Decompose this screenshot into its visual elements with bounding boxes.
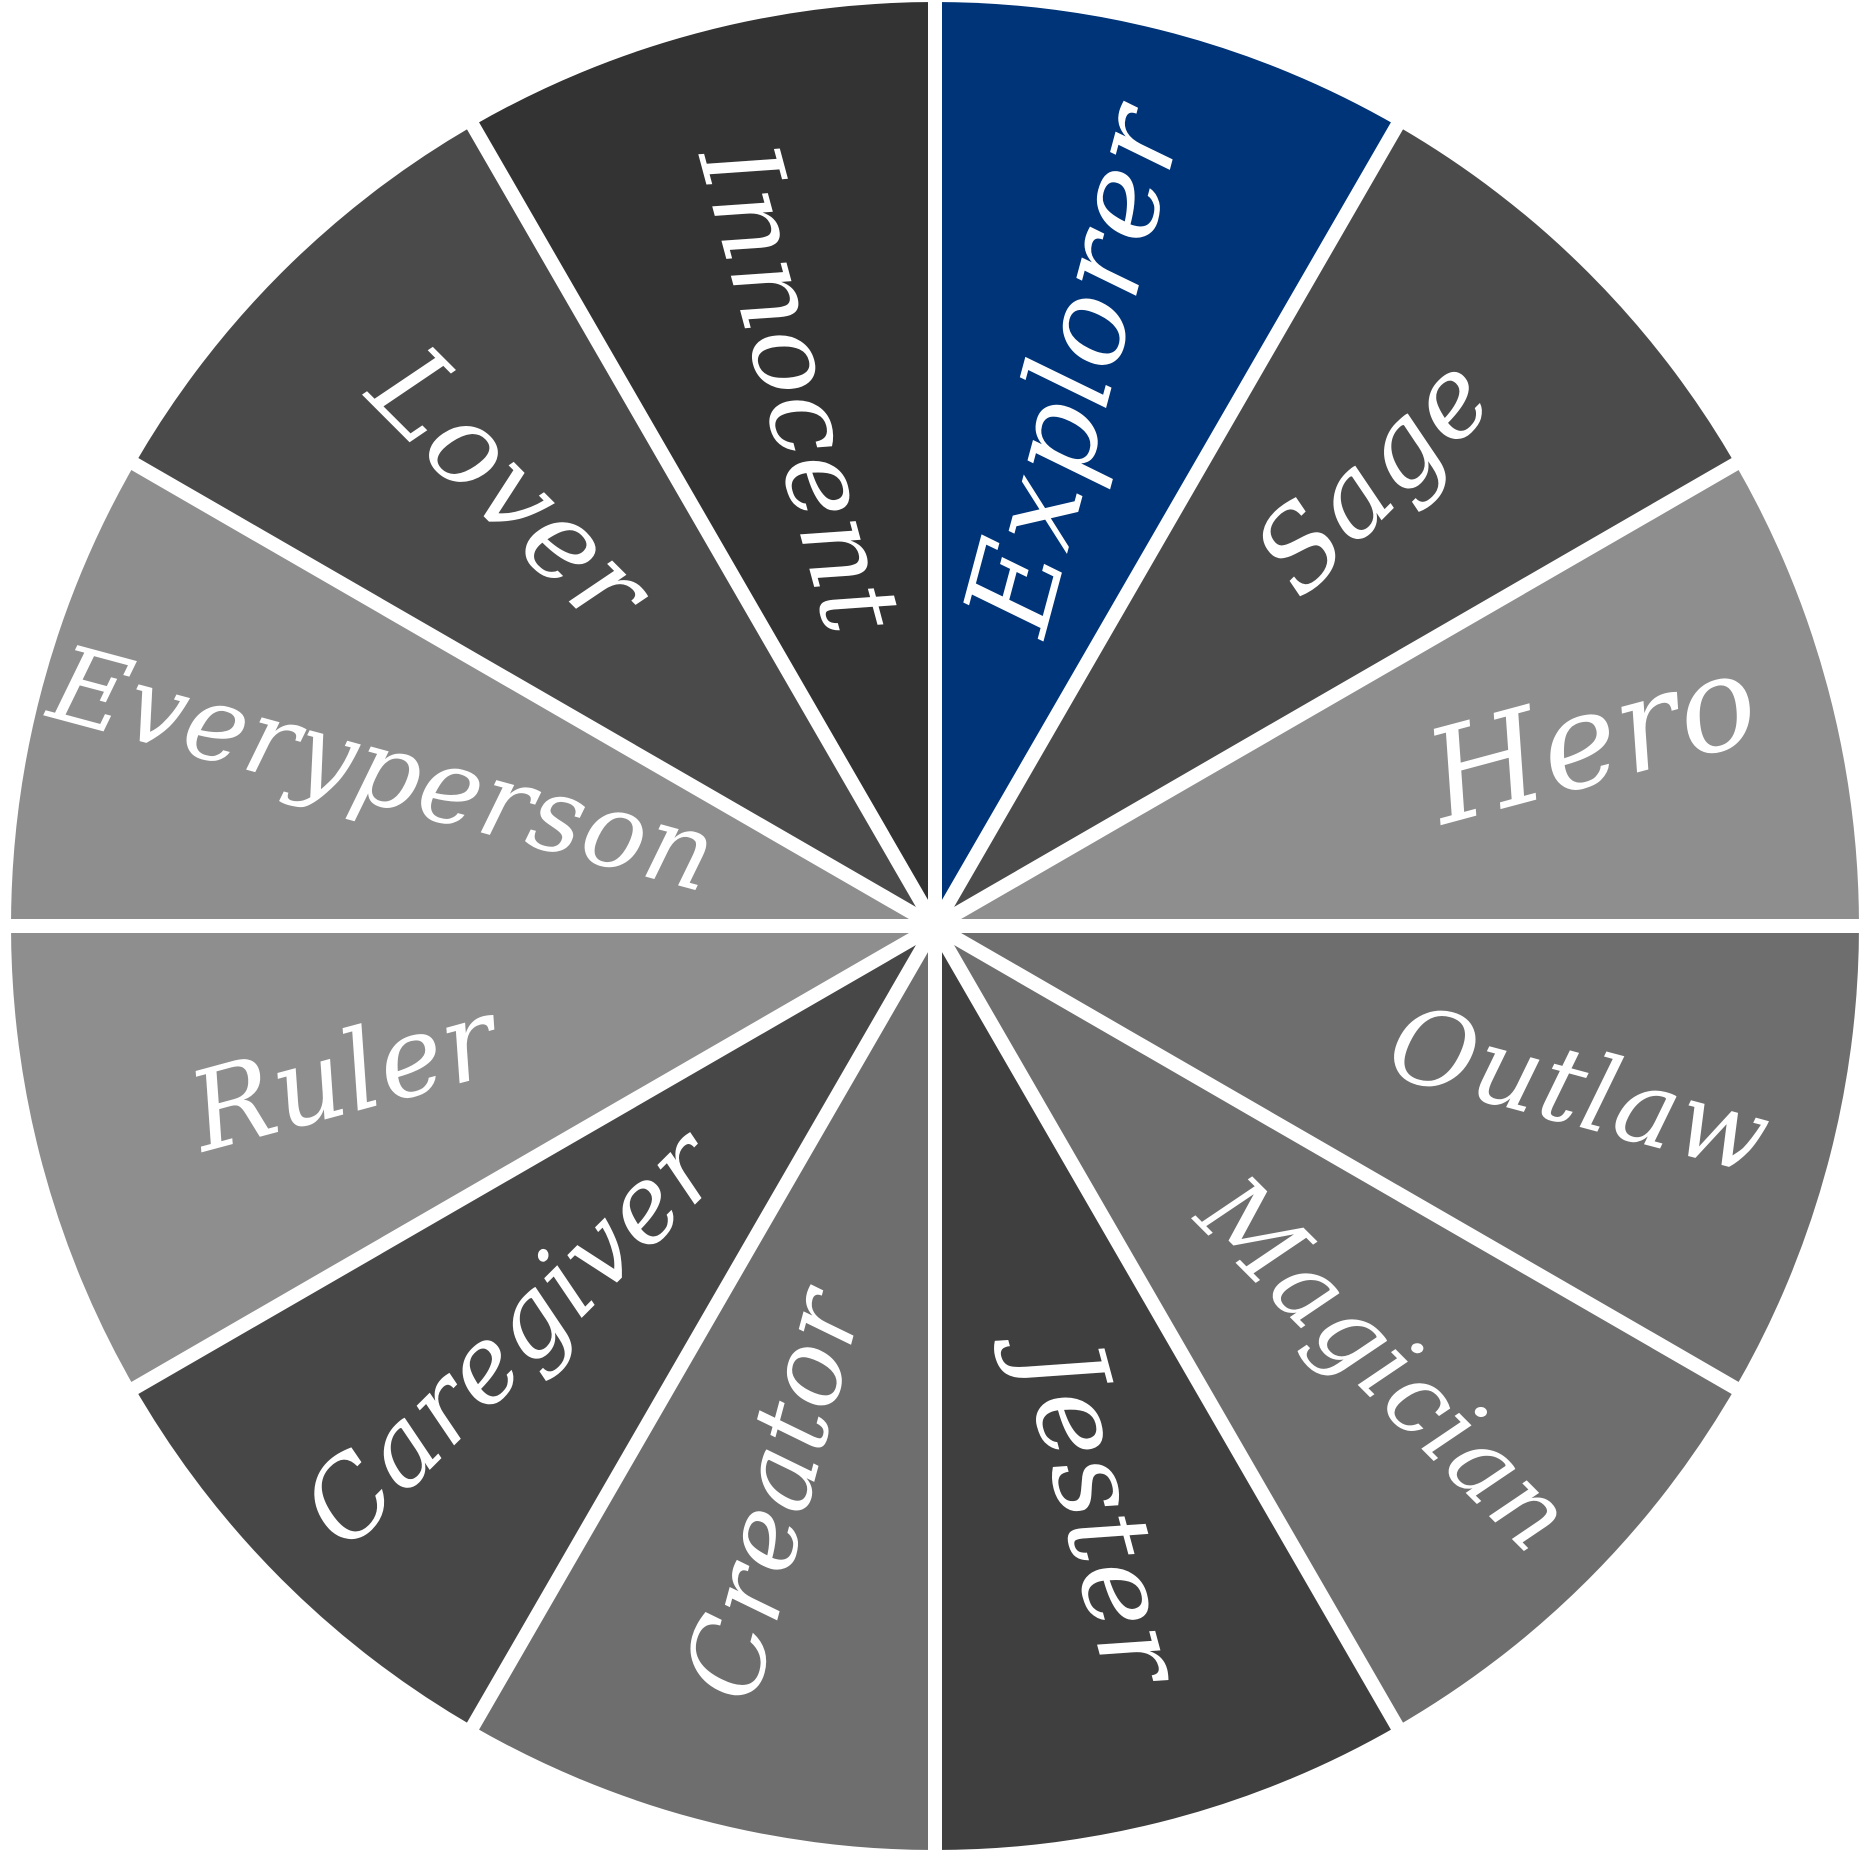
segment-magician [935, 926, 1736, 1727]
divider-line [931, 455, 1743, 933]
segment-ruler [11, 926, 935, 1388]
divider-line [127, 455, 939, 933]
segment-innocent [473, 1, 935, 926]
divider-line [464, 118, 942, 930]
segment-hero [935, 464, 1859, 926]
segment-lover [134, 125, 935, 926]
wheel-segments [11, 1, 1859, 1850]
divider-line [127, 919, 939, 1397]
center-hub [917, 908, 953, 944]
segment-explorer [935, 2, 1397, 926]
divider-line [928, 922, 1406, 1734]
segment-outlaw [935, 926, 1859, 1388]
divider-line [931, 919, 1743, 1397]
segment-everyperson [11, 464, 935, 926]
segment-creator [473, 926, 935, 1850]
segment-caregiver [134, 926, 935, 1727]
divider-line [928, 118, 1406, 930]
divider-line [464, 922, 942, 1734]
segment-sage [935, 125, 1736, 926]
wheel-dividers [7, 0, 1863, 1854]
segment-jester [935, 926, 1397, 1850]
